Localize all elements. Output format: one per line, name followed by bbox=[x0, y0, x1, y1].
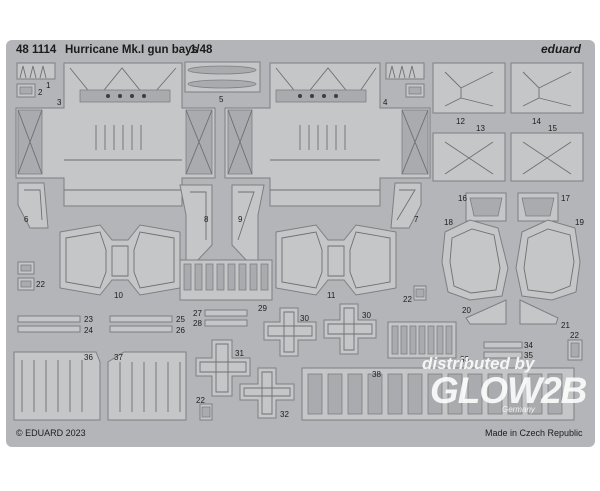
part-14 bbox=[510, 62, 584, 114]
part-number: 22 bbox=[570, 331, 579, 340]
part-number: 28 bbox=[193, 319, 202, 328]
part-9 bbox=[231, 184, 265, 263]
watermark-distributed: distributed by bbox=[422, 354, 535, 373]
part-33-comb bbox=[387, 321, 457, 359]
part-25 bbox=[109, 315, 173, 323]
part-29-comb bbox=[179, 259, 273, 301]
part-number: 5 bbox=[219, 95, 224, 104]
part-number: 4 bbox=[383, 98, 388, 107]
part-number: 8 bbox=[204, 215, 209, 224]
part-number: 1 bbox=[46, 81, 51, 90]
brand-logo: eduard bbox=[541, 42, 582, 56]
part-6 bbox=[17, 182, 49, 229]
part-number: 35 bbox=[524, 351, 533, 360]
part-number: 31 bbox=[235, 349, 244, 358]
part-number: 25 bbox=[176, 315, 185, 324]
part-28 bbox=[204, 319, 248, 327]
part-32 bbox=[239, 367, 295, 419]
part-number: 12 bbox=[456, 117, 465, 126]
part-number: 38 bbox=[372, 370, 381, 379]
part-number: 27 bbox=[193, 309, 202, 318]
part-number: 30 bbox=[362, 311, 371, 320]
part-number: 29 bbox=[258, 304, 267, 313]
part-22-c bbox=[567, 339, 583, 361]
part-number-labels: 1 2 3 4 5 6 7 8 9 10 11 12 13 14 15 16 1… bbox=[24, 81, 584, 419]
part-22-d bbox=[199, 403, 213, 421]
part-13 bbox=[432, 132, 506, 182]
part-number: 13 bbox=[476, 124, 485, 133]
part-1-right bbox=[385, 62, 425, 80]
fret-scale: 1/48 bbox=[190, 44, 213, 56]
part-number: 7 bbox=[414, 215, 419, 224]
part-number: 30 bbox=[300, 314, 309, 323]
watermark-country: Germany bbox=[502, 405, 535, 414]
part-7 bbox=[390, 182, 422, 229]
part-number: 6 bbox=[24, 215, 29, 224]
part-18 bbox=[441, 219, 509, 301]
part-30-b bbox=[323, 303, 377, 355]
part-30 bbox=[263, 307, 317, 357]
part-22-b bbox=[413, 285, 427, 301]
part-number: 34 bbox=[524, 341, 533, 350]
part-number: 14 bbox=[532, 117, 541, 126]
part-19 bbox=[515, 219, 581, 301]
part-number: 22 bbox=[196, 396, 205, 405]
part-number: 33 bbox=[460, 355, 469, 364]
part-number: 32 bbox=[280, 410, 289, 419]
part-number: 11 bbox=[327, 291, 336, 300]
part-37 bbox=[107, 351, 187, 421]
part-17 bbox=[517, 192, 559, 222]
origin-text: Made in Czech Republic bbox=[485, 428, 583, 438]
part-number: 16 bbox=[458, 194, 467, 203]
part-27 bbox=[204, 309, 248, 317]
part-number: 26 bbox=[176, 326, 185, 335]
part-1-left bbox=[16, 62, 56, 80]
part-24 bbox=[17, 325, 81, 333]
part-number: 15 bbox=[548, 124, 557, 133]
part-3-gun-bay-panel bbox=[15, 62, 216, 207]
part-number: 22 bbox=[36, 280, 45, 289]
part-34 bbox=[483, 341, 523, 349]
part-2-right bbox=[405, 83, 425, 98]
part-number: 18 bbox=[444, 218, 453, 227]
part-10 bbox=[59, 224, 181, 296]
part-35 bbox=[483, 351, 523, 359]
watermark-logo: GLOW2B bbox=[430, 370, 587, 411]
part-12 bbox=[432, 62, 506, 114]
fret-code: 48 1114 bbox=[16, 44, 57, 56]
part-number: 2 bbox=[38, 88, 43, 97]
part-number: 36 bbox=[84, 353, 93, 362]
part-number: 19 bbox=[575, 218, 584, 227]
part-number: 17 bbox=[561, 194, 570, 203]
part-number: 23 bbox=[84, 315, 93, 324]
part-5 bbox=[184, 61, 261, 93]
part-number: 22 bbox=[403, 295, 412, 304]
part-16 bbox=[465, 192, 507, 222]
part-31 bbox=[195, 339, 251, 397]
part-23 bbox=[17, 315, 81, 323]
part-2-left bbox=[16, 83, 36, 98]
part-number: 24 bbox=[84, 326, 93, 335]
part-26 bbox=[109, 325, 173, 333]
part-number: 3 bbox=[57, 98, 62, 107]
part-number: 10 bbox=[114, 291, 123, 300]
part-36 bbox=[13, 351, 101, 421]
part-15 bbox=[510, 132, 584, 182]
part-number: 9 bbox=[238, 215, 243, 224]
part-21 bbox=[519, 299, 559, 325]
part-20 bbox=[465, 299, 507, 325]
part-11 bbox=[275, 224, 397, 296]
part-number: 20 bbox=[462, 306, 471, 315]
part-number: 37 bbox=[114, 353, 123, 362]
part-22-a bbox=[17, 261, 35, 291]
part-4-gun-bay-panel bbox=[224, 62, 431, 207]
part-number: 21 bbox=[561, 321, 570, 330]
part-38 bbox=[301, 367, 575, 421]
fret-title: Hurricane Mk.I gun bays bbox=[65, 44, 198, 56]
copyright-text: © EDUARD 2023 bbox=[16, 428, 86, 438]
